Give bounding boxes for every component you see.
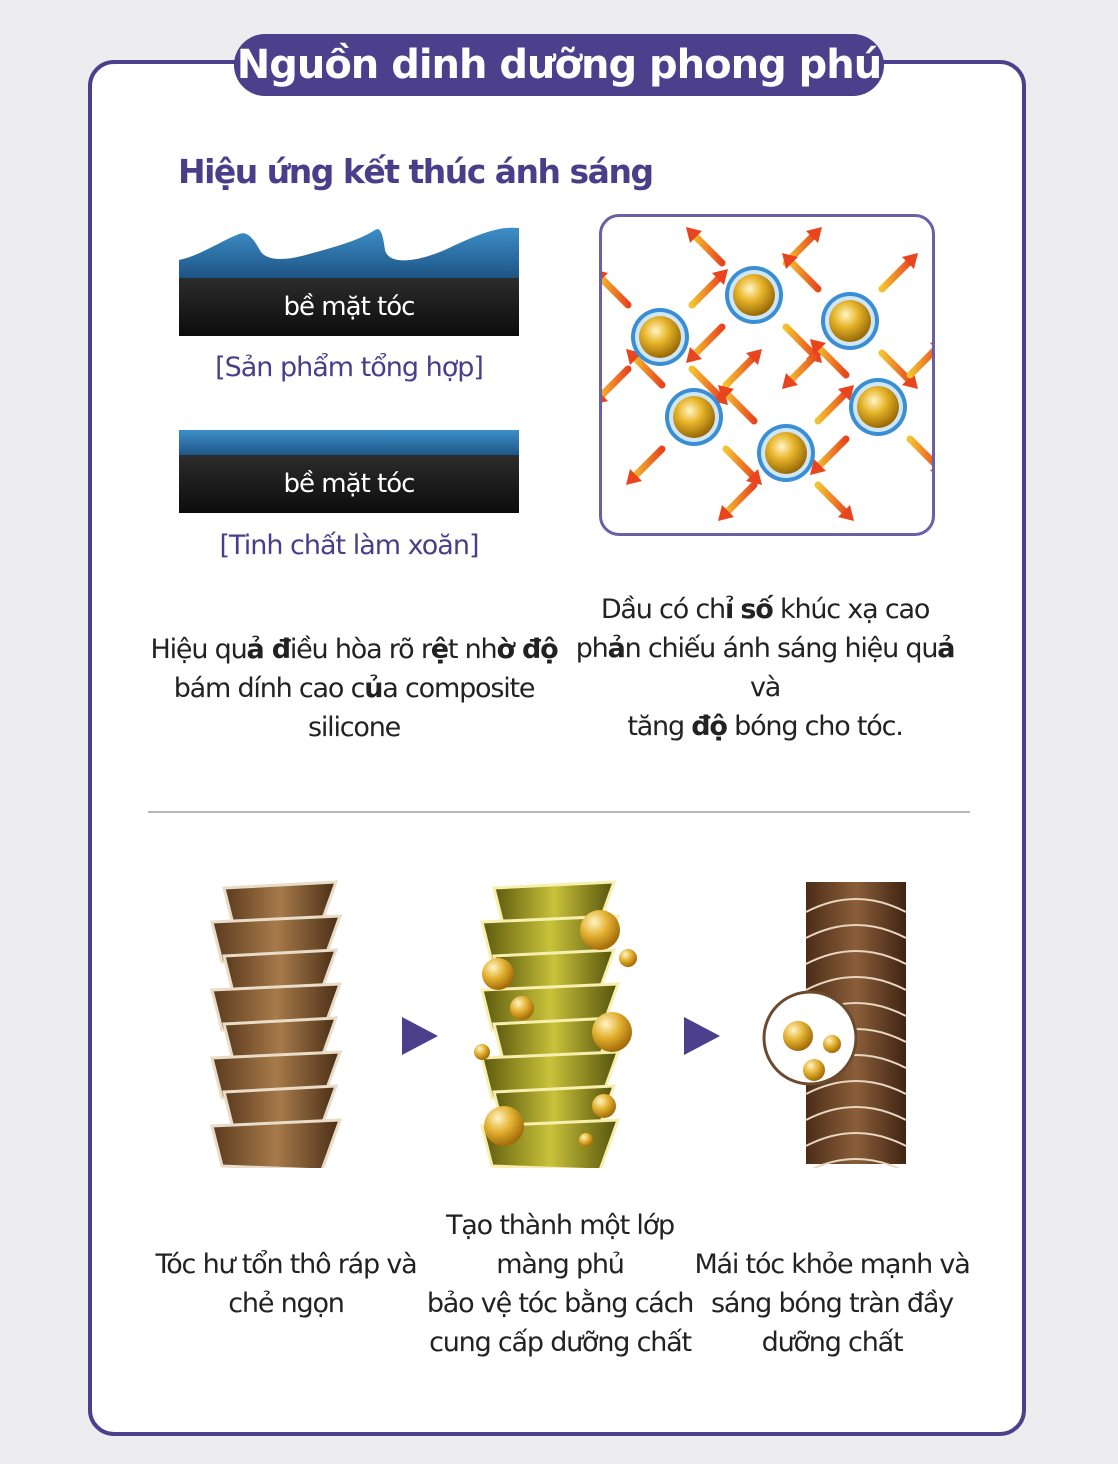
left-description: Hiệu quả điều hòa rõ rệt nhờ độ bám dính… [150, 634, 559, 743]
hair-surface-label: bề mặt tóc [283, 292, 416, 322]
next-step-arrow [684, 1017, 720, 1055]
synthetic-coating-illustration [179, 227, 519, 282]
hair-surface-bar: bề mặt tóc [179, 455, 519, 513]
section-divider [148, 811, 970, 813]
light-reflection-diagram [599, 214, 935, 536]
hair-surface-label: bề mặt tóc [283, 469, 416, 499]
hair-surface-bar: bề mặt tóc [179, 278, 519, 336]
coated-hair-illustration [474, 880, 637, 1168]
synthetic-caption: [Sản phẩm tổng hợp] [215, 352, 484, 383]
next-step-arrow [402, 1017, 438, 1055]
section-title: Nguồn dinh dưỡng phong phú [236, 42, 883, 88]
subtitle: Hiệu ứng kết thúc ánh sáng [178, 152, 654, 191]
essence-coating-illustration [179, 430, 519, 458]
essence-caption: [Tinh chất làm xoăn] [219, 530, 480, 561]
healthy-hair-caption: Mái tóc khỏe mạnh và sáng bóng tràn đầy … [694, 1249, 970, 1358]
damaged-hair-caption: Tóc hư tổn thô ráp và chẻ ngọn [155, 1249, 418, 1319]
healthy-hair-illustration [762, 882, 907, 1168]
right-description: Dầu có chỉ số khúc xạ cao phản chiếu ánh… [575, 594, 956, 742]
coating-caption: Tạo thành một lớp màng phủ bảo vệ tóc bằ… [426, 1210, 695, 1358]
section-title-banner: Nguồn dinh dưỡng phong phú [234, 34, 884, 96]
damaged-hair-illustration [210, 880, 343, 1168]
